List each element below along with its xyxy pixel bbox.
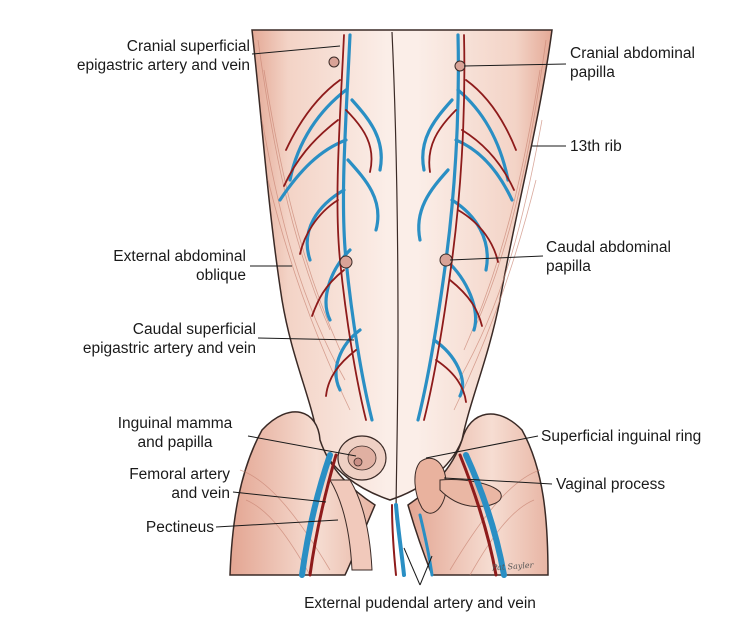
label-line: Caudal abdominal [546, 239, 671, 256]
label-caudal-abdominal-papilla: Caudal abdominal papilla [546, 238, 671, 276]
external-pudendal-vessels [391, 503, 434, 577]
label-line: and vein [171, 485, 230, 502]
linea-alba [391, 31, 399, 521]
label-femoral-artery-vein: Femoral artery and vein [90, 465, 230, 503]
label-line: and papilla [137, 434, 213, 451]
label-cranial-superficial-epigastric: Cranial superficial epigastric artery an… [70, 37, 250, 75]
label-line: Cranial superficial [126, 38, 250, 55]
label-line: Vaginal process [556, 476, 666, 493]
label-vaginal-process: Vaginal process [556, 475, 665, 494]
torso-outline [251, 29, 553, 501]
label-line: Cranial abdominal [570, 45, 695, 62]
label-line: epigastric artery and vein [82, 340, 256, 357]
muscle-striations [239, 39, 547, 576]
femoral-vessels [299, 452, 507, 578]
pectineus-muscle [329, 479, 373, 571]
label-line: oblique [196, 267, 246, 284]
label-cranial-abdominal-papilla: Cranial abdominal papilla [570, 44, 695, 82]
right-epigastric-veins [416, 33, 514, 422]
papillae [328, 56, 466, 269]
label-superficial-inguinal-ring: Superficial inguinal ring [541, 427, 701, 446]
inguinal-mamma [337, 435, 387, 481]
vaginal-process [414, 457, 447, 514]
left-epigastric-arteries [283, 34, 373, 421]
label-line: papilla [546, 258, 591, 275]
label-line: External abdominal [113, 248, 246, 265]
label-inguinal-mamma: Inguinal mamma and papilla [100, 414, 250, 452]
label-13th-rib: 13th rib [570, 137, 622, 156]
label-line: papilla [570, 64, 615, 81]
label-caudal-superficial-epigastric: Caudal superficial epigastric artery and… [50, 320, 256, 358]
label-external-pudendal: External pudendal artery and vein [240, 594, 600, 613]
label-line: 13th rib [570, 138, 622, 155]
label-line: Inguinal mamma [117, 415, 233, 432]
label-line: Superficial inguinal ring [541, 428, 702, 445]
right-epigastric-arteries [423, 34, 517, 421]
label-line: epigastric artery and vein [76, 57, 250, 74]
label-line: Caudal superficial [132, 321, 256, 338]
leader-lines [215, 45, 567, 586]
label-line: Pectineus [145, 519, 214, 536]
label-external-abdominal-oblique: External abdominal oblique [70, 247, 246, 285]
label-line: Femoral artery [129, 466, 230, 483]
label-line: External pudendal artery and vein [304, 595, 536, 612]
label-pectineus: Pectineus [110, 518, 214, 537]
